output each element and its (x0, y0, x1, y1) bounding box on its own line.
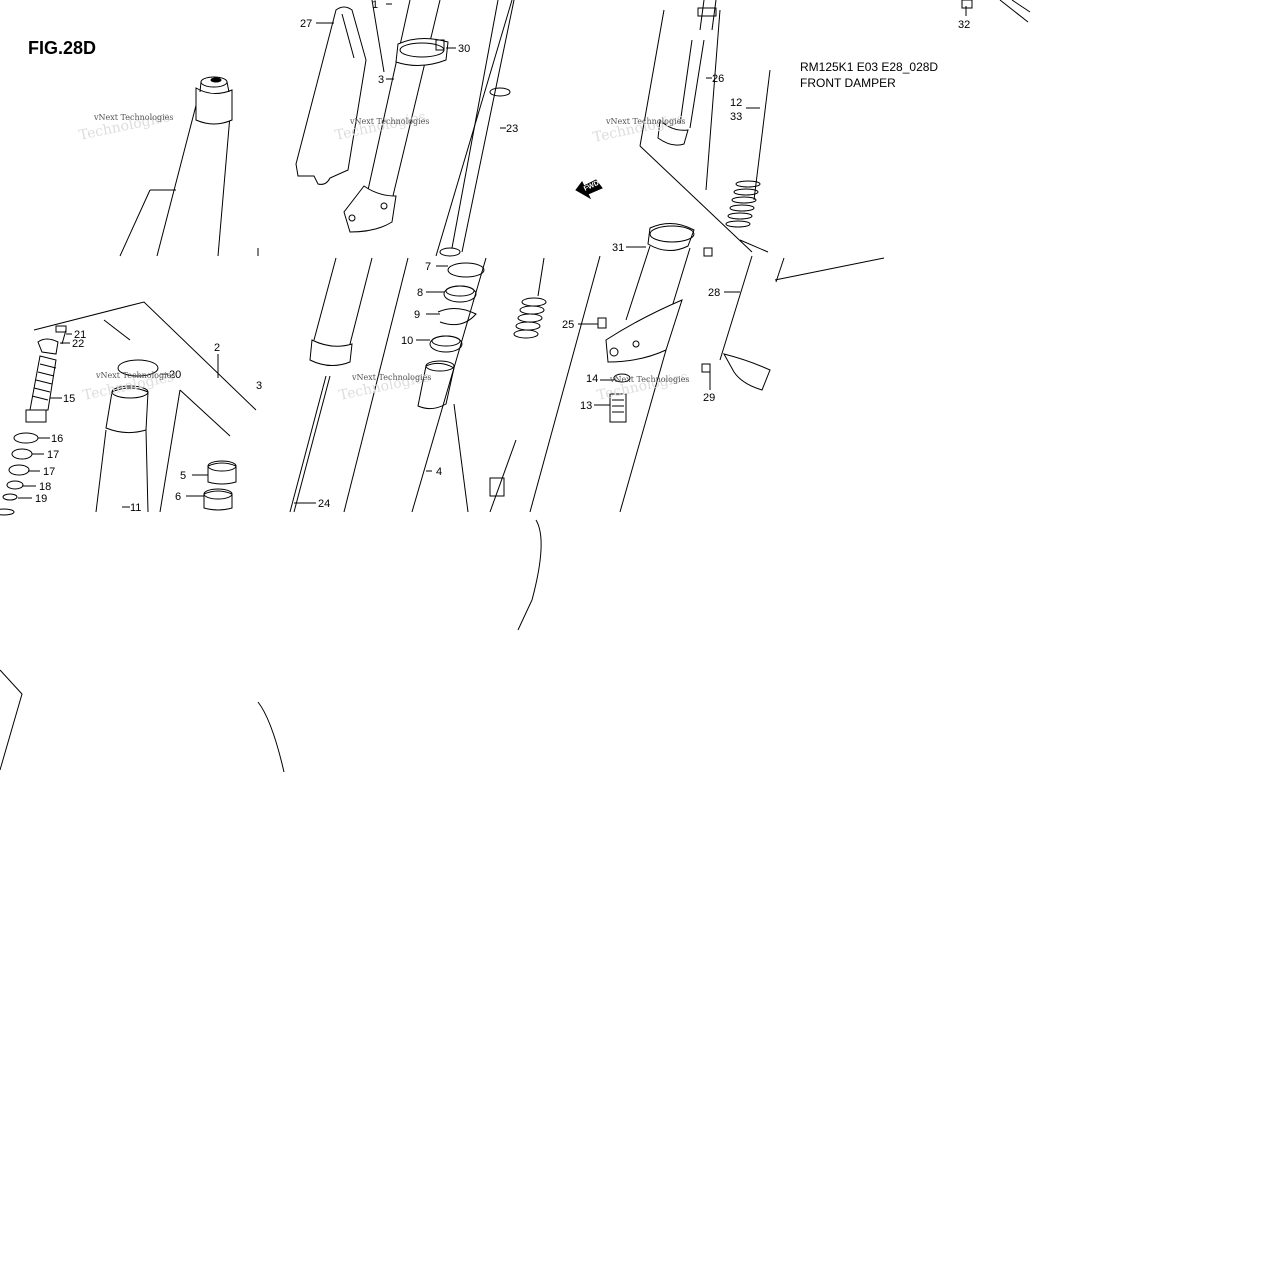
callout-22: 22 (72, 338, 84, 350)
lower-partial-outlines (0, 519, 542, 773)
callout-32: 32 (958, 19, 970, 31)
callout-3a: 3 (378, 74, 384, 86)
fork-cap-and-outer-tube (119, 76, 259, 257)
outer-tube-11 (95, 359, 231, 513)
watermark-6: vNext Technologies (609, 375, 689, 384)
callout-19: 19 (35, 493, 47, 505)
callout-18: 18 (39, 481, 51, 493)
callout-17a: 17 (47, 449, 59, 461)
slide-tube-4 (411, 257, 487, 513)
watermark-3: vNext Technologies (605, 117, 685, 126)
callout-7: 7 (425, 261, 431, 273)
cartridge-15 (25, 325, 67, 423)
outer-tube-3 (343, 0, 441, 233)
fwd-direction-arrow: FWD (575, 179, 603, 200)
outline-2 (33, 301, 257, 411)
watermark-4: vNext Technologies (95, 371, 175, 380)
inner-tube-24 (289, 257, 409, 513)
small-rings-16-19 (0, 432, 39, 516)
callout-12: 12 (730, 97, 742, 109)
inner-tube-23 (435, 0, 515, 257)
spring-12 (725, 69, 885, 283)
callout-21: 21 (74, 329, 86, 341)
callout-9: 9 (414, 309, 420, 321)
axle-holder-31 (529, 223, 753, 513)
callout-13: 13 (580, 400, 592, 412)
spring-coils-center (489, 257, 547, 513)
callout-14: 14 (586, 373, 598, 385)
leader-lines (18, 3, 967, 508)
callout-16: 16 (51, 433, 63, 445)
callout-33: 33 (730, 111, 742, 123)
callout-27: 27 (300, 18, 312, 30)
callout-5: 5 (180, 470, 186, 482)
bushings-5-6 (203, 460, 237, 511)
watermark-2: vNext Technologies (349, 117, 429, 126)
callout-20: 20 (169, 369, 181, 381)
model-code: RM125K1 E03 E28_028D (800, 60, 939, 74)
callout-8: 8 (417, 287, 423, 299)
bolts-25-29 (597, 247, 771, 391)
watermark-5: vNext Technologies (351, 373, 431, 382)
callout-29: 29 (703, 392, 715, 404)
figure-title: FIG.28D (28, 38, 97, 58)
callout-24: 24 (318, 498, 330, 510)
watermarks: Technologies vNext Technologies Technolo… (78, 109, 690, 404)
section-name: FRONT DAMPER (800, 76, 896, 90)
fork-guard-27 (295, 6, 367, 185)
fork-clamp-30 (395, 38, 449, 66)
callout-17b: 17 (43, 466, 55, 478)
callout-10: 10 (401, 335, 413, 347)
valve-13-14 (609, 373, 631, 423)
callout-26: 26 (712, 73, 724, 85)
callout-3b: 3 (256, 380, 262, 392)
callout-31: 31 (612, 242, 624, 254)
callout-15: 15 (63, 393, 75, 405)
callout-11: 11 (130, 502, 141, 514)
callout-23: 23 (506, 123, 518, 135)
damper-rod-26 (639, 0, 753, 253)
callout-25: 25 (562, 319, 574, 331)
callout-6: 6 (175, 491, 181, 503)
seal-rings-7-10 (429, 262, 485, 353)
callout-labels: 1 2 3 3 4 5 6 7 8 9 10 11 12 13 14 15 16… (35, 0, 970, 514)
callout-4: 4 (436, 466, 442, 478)
callout-2: 2 (214, 342, 220, 354)
bolt-32 (961, 0, 1031, 23)
callout-28: 28 (708, 287, 720, 299)
callout-1: 1 (372, 0, 378, 11)
watermark-1: vNext Technologies (93, 113, 173, 122)
callout-30: 30 (458, 43, 470, 55)
